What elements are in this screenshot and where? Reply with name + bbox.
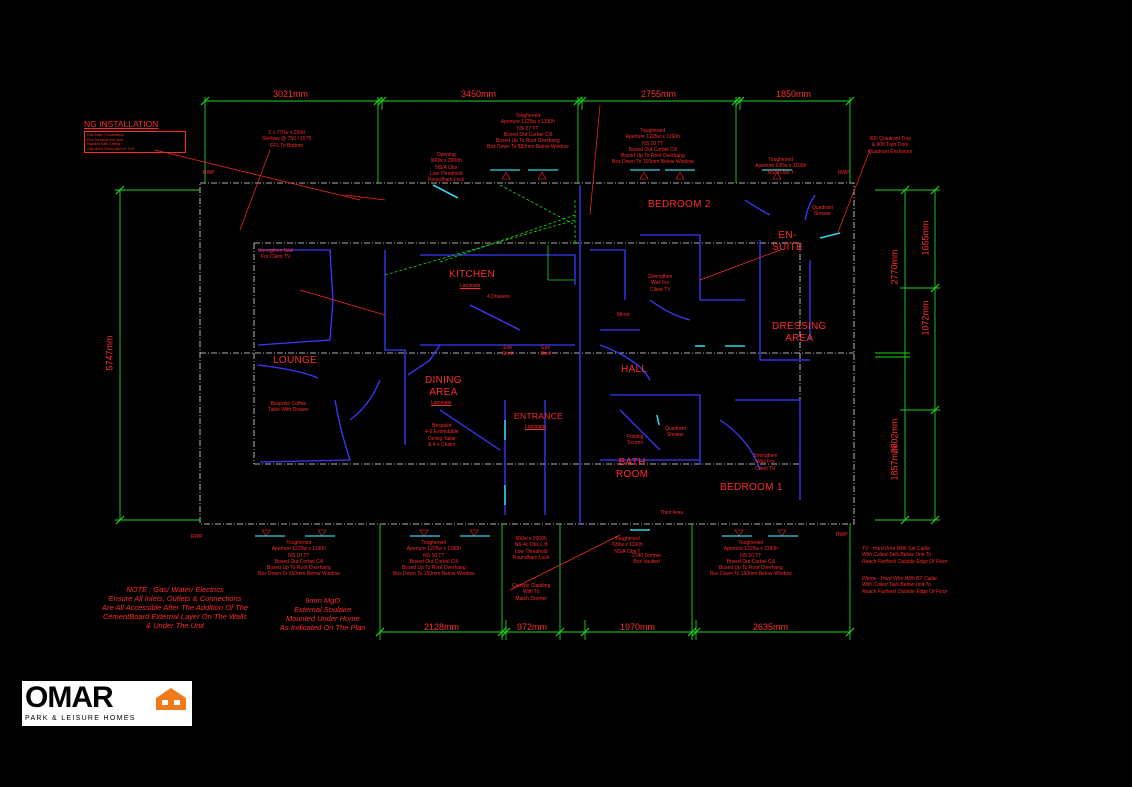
ng-installation-panel: NG INSTALLATION Gas Boiler Connections F… xyxy=(84,119,186,154)
dim-bottom-4: 2635mm xyxy=(753,622,789,632)
room-bathroom: BATH ROOM xyxy=(616,457,649,480)
room-entrance: ENTRANCE xyxy=(514,411,564,421)
phone-wiring-note: Phone - Hard Wire With BT Cable With Coi… xyxy=(862,576,948,595)
bath-screen-note: Folding Screen xyxy=(627,434,644,447)
mirror-note: Mirror xyxy=(617,312,631,318)
cyan-fixtures xyxy=(432,184,841,531)
eye-shelf-note-1: Eye Shelf xyxy=(502,345,514,358)
room-dining-floor: Laminate xyxy=(431,400,452,406)
dim-right-outer-3: 1857mm xyxy=(889,445,900,481)
outer-walls xyxy=(199,182,855,525)
ng-line-2: Flue Terminal and Vent xyxy=(87,137,123,142)
room-dining-area: DINING AREA xyxy=(425,375,462,398)
ng-installation-box: Gas Boiler Connections Flue Terminal and… xyxy=(84,131,186,154)
room-lounge: LOUNGE xyxy=(273,355,318,366)
room-kitchen: KITCHEN xyxy=(449,269,495,280)
kitchen-drawers-note: 4 Drawers xyxy=(487,294,510,300)
tray-note: 900 Quadrant Tray & 900 Twin Door Quadra… xyxy=(868,136,913,155)
ng-line-1: Gas Boiler Connections xyxy=(87,133,124,137)
dimension-ticks xyxy=(115,96,940,637)
canopy-note: Canopy Cladding With To Match Dormer xyxy=(512,583,551,602)
window-bottom-lounge-note: Toughened Aperture 1225w x 1190h NS 10 T… xyxy=(258,540,340,578)
ng-line-4: Gas Meter 50mm ABOVE FLR xyxy=(87,146,135,151)
room-dressing-area: DRESSING AREA xyxy=(772,321,827,344)
green-lines xyxy=(384,184,576,281)
logo-tagline: PARK & LEISURE HOMES xyxy=(25,715,136,722)
room-ensuite: EN- SUITE xyxy=(772,230,803,253)
eye-shelf-note-2: Eye Shelf xyxy=(540,345,552,358)
ng-line-3: Installed Bath Ceiling xyxy=(87,142,120,147)
dim-right-outer-1: 1655mm xyxy=(920,220,931,256)
dim-bottom-2: 972mm xyxy=(517,622,548,632)
rwp-label-tr: RWP xyxy=(838,170,850,176)
ng-installation-title: NG INSTALLATION xyxy=(84,119,159,129)
window-rails xyxy=(255,169,798,537)
window-bottom-dining-note: Toughened Aperture 1225w x 1190h NS 10 T… xyxy=(393,540,475,578)
dim-top-2: 3450mm xyxy=(461,89,497,99)
room-entrance-floor: Laminate xyxy=(525,424,546,430)
dim-top-1: 3021mm xyxy=(273,89,309,99)
rwp-label-bl: RWP xyxy=(191,534,203,540)
dim-top-4: 1850mm xyxy=(776,89,812,99)
tv-wiring-note: TV - Hard Wire With Sat Cable With Coile… xyxy=(862,546,948,565)
gas-water-note: NOTE : Gas/ Water/ Electrics Ensure All … xyxy=(102,585,249,630)
ensuite-shower-note: Quadrant Shower xyxy=(812,205,833,218)
dimension-lines xyxy=(115,97,940,640)
bedroom2-tv-note: Strengthen Wall For Client TV xyxy=(648,274,673,293)
room-bedroom-2: BEDROOM 2 xyxy=(648,199,711,210)
patio-door-note: Opening 900w x 2000h NS/A Obs Low Thresh… xyxy=(428,152,465,183)
room-hall: HALL xyxy=(621,364,648,375)
window-top-kitchen-note: Toughened Aperture 1225w x 1190h NS 27 T… xyxy=(487,113,569,151)
interior-walls xyxy=(257,185,816,525)
dim-right-inner-1: 2770mm xyxy=(889,249,900,285)
logo-name: OMAR xyxy=(25,681,114,714)
omar-logo: OMAR PARK & LEISURE HOMES xyxy=(22,681,192,726)
rwp-label-br: RWP xyxy=(836,532,848,538)
bath-dormer-note: 2740 Dormer Box Vaulted xyxy=(632,553,662,566)
room-kitchen-floor: Laminate xyxy=(460,283,481,289)
room-bedroom-1: BEDROOM 1 xyxy=(720,482,783,493)
bath-shower-note: Quadrant Shower xyxy=(665,426,686,439)
bath-window-note: Toughened 630w x 1190h NS/A Obs T xyxy=(612,536,643,555)
dining-table-note: Bespoke 4-6 Extendable Dining Table & 4 … xyxy=(425,423,459,448)
window-top-ensuite-note: Toughened Aperture 630w x 1190h NS/A Obs… xyxy=(755,157,807,176)
window-markers xyxy=(261,171,787,537)
leader-lines xyxy=(154,104,871,591)
mgo-note: 9mm MgO External Soulaire Mounted Under … xyxy=(280,596,366,632)
tv-wall-note: Strengthen Wall For Client TV xyxy=(258,248,294,261)
dim-left: 5747mm xyxy=(104,335,115,371)
house-icon xyxy=(156,688,186,710)
rwp-label-tl: RWP xyxy=(203,170,215,176)
bedroom1-tv-note: Strengthen Wall For Client TV xyxy=(753,453,778,472)
window-top-bedroom2-note: Toughened Aperture 1225w x 1190h NS 10 T… xyxy=(612,128,694,166)
shelves-note: 2 x 770w x 250d Shelves @ 750 / 1575 FFL… xyxy=(262,130,312,149)
window-bottom-bedroom1-note: Toughened Aperture 1225w x 1190h NS 10 T… xyxy=(710,540,792,578)
dim-bottom-1: 2128mm xyxy=(424,622,460,632)
entrance-door-note: 900w x 2000h NS 4c Obs L.B Low Threshold… xyxy=(513,536,550,561)
third-area-note: Third Area xyxy=(660,510,684,516)
lounge-table-note: Bespoke Coffee Table With Drawer xyxy=(268,401,309,414)
dim-top-3: 2755mm xyxy=(641,89,677,99)
dim-right-outer-2: 1072mm xyxy=(920,300,931,336)
dim-bottom-3: 1970mm xyxy=(620,622,656,632)
